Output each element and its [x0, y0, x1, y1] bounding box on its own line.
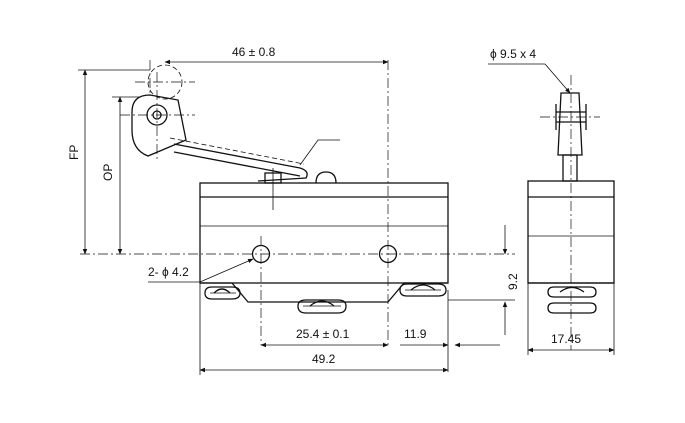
dimension-op: OP [101, 96, 140, 255]
roller [120, 60, 195, 160]
dimension-hole-spacing: 25.4 ± 0.1 [260, 327, 389, 348]
dimension-overall-reach: 46 ± 0.8 [164, 45, 389, 65]
dimension-body-width: 17.45 [527, 283, 615, 355]
terminal-middle [297, 299, 347, 314]
fp-label: FP [67, 145, 81, 160]
mounting-holes-label: 2- ϕ 4.2 [148, 265, 189, 279]
terminal-right [399, 283, 447, 297]
dimension-body-length: 49.2 [199, 283, 449, 375]
body-length-label: 49.2 [312, 352, 336, 366]
dimension-mounting-holes: 2- ϕ 4.2 [148, 258, 254, 283]
front-view [80, 60, 515, 345]
body-width-label: 17.45 [551, 332, 581, 346]
dimension-terminal-height: 9.2 [448, 225, 520, 335]
plunger [315, 171, 337, 184]
dimension-roller-size: ϕ 9.5 x 4 [488, 47, 571, 94]
lever-arm [173, 143, 308, 182]
op-label: OP [101, 164, 115, 181]
dimension-terminal-offset: 11.9 [400, 290, 500, 372]
overall-reach-label: 46 ± 0.8 [232, 45, 276, 59]
hole-spacing-label: 25.4 ± 0.1 [296, 327, 350, 341]
side-view [527, 75, 615, 350]
terminal-left [204, 286, 241, 300]
roller-size-label: ϕ 9.5 x 4 [490, 47, 536, 61]
lever-pointer [299, 139, 340, 166]
dimension-fp: FP [67, 69, 150, 255]
terminal-height-label: 9.2 [506, 273, 520, 290]
switch-body [199, 182, 449, 284]
side-roller [557, 92, 583, 156]
terminal-base [200, 282, 448, 303]
terminal-offset-label: 11.9 [404, 327, 427, 341]
